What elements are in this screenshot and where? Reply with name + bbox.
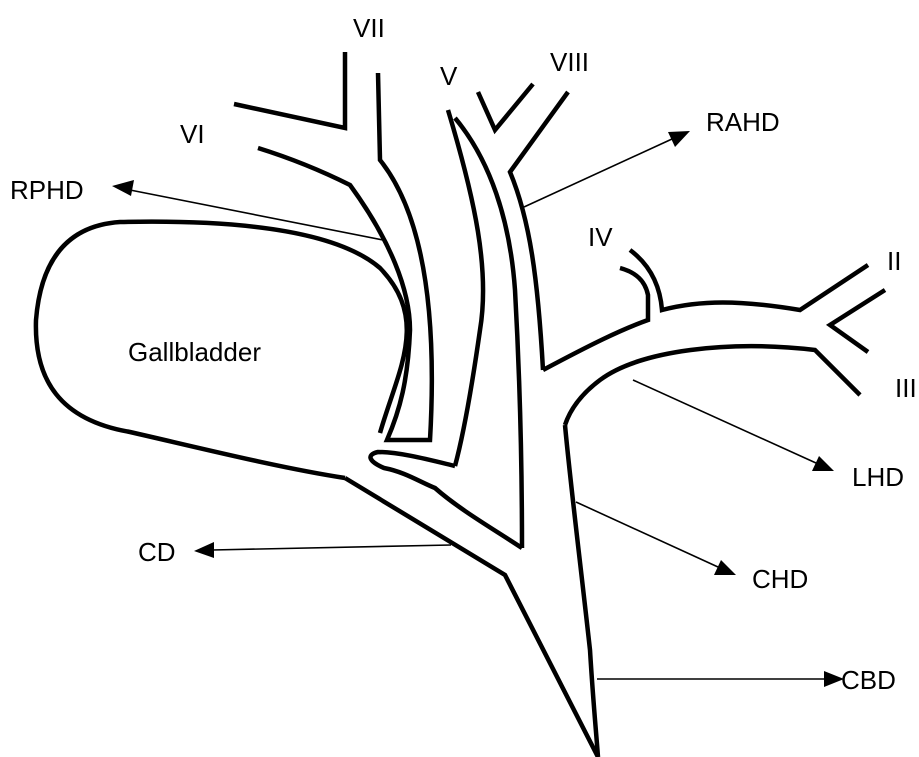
label-gallbladder: Gallbladder	[128, 337, 261, 367]
label-segment-ii: II	[887, 246, 901, 276]
label-rahd: RAHD	[706, 107, 780, 137]
duct-lhd-upper	[543, 268, 648, 370]
label-segment-viii: VIII	[550, 47, 589, 77]
rahd-leader	[524, 139, 672, 207]
label-segment-vii: VII	[353, 13, 385, 43]
duct-segment-iv	[630, 250, 868, 310]
label-chd: CHD	[752, 564, 808, 594]
label-segment-v: V	[440, 61, 458, 91]
label-rphd: RPHD	[10, 175, 84, 205]
duct-segment-ii-iii-split	[830, 290, 885, 352]
label-segment-iii: III	[895, 373, 917, 403]
lhd-leader	[633, 380, 816, 463]
duct-segment-iii	[565, 346, 860, 425]
duct-cystic-inner	[370, 452, 522, 548]
duct-segment-vii-wall-a	[234, 52, 345, 128]
cd-leader	[212, 545, 451, 550]
duct-cystic-contour	[345, 478, 598, 757]
rphd-arrowhead	[112, 180, 134, 196]
duct-segment-viii-wall-a	[478, 84, 533, 130]
chd-leader	[576, 502, 718, 567]
cd-arrowhead	[194, 542, 214, 558]
label-cd: CD	[138, 537, 176, 567]
duct-segment-v	[448, 110, 483, 466]
label-segment-vi: VI	[180, 119, 205, 149]
label-segment-iv: IV	[588, 222, 613, 252]
label-lhd: LHD	[852, 462, 904, 492]
rphd-leader	[130, 190, 383, 240]
duct-chd-right-wall	[565, 425, 598, 757]
label-cbd: CBD	[841, 665, 896, 695]
rahd-arrowhead	[668, 131, 690, 147]
